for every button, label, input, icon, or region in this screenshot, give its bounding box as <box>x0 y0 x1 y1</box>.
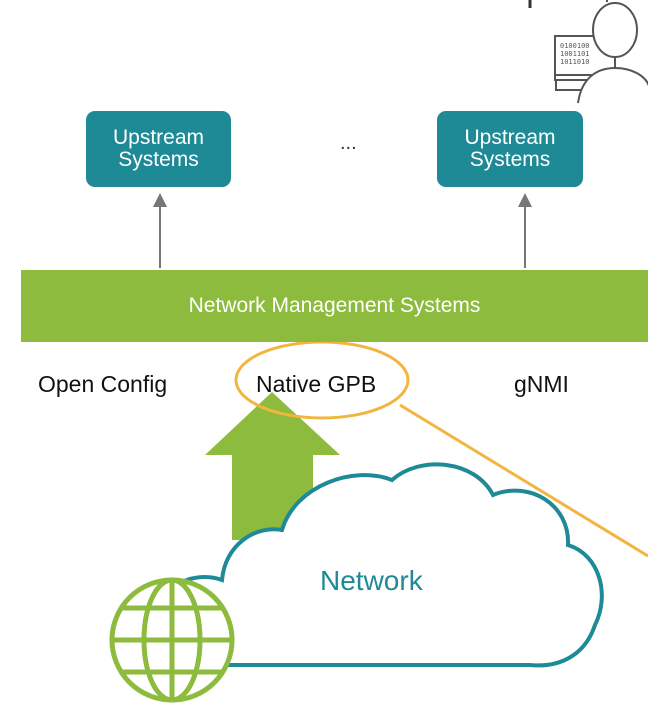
ellipsis: ... <box>340 132 357 154</box>
upstream-right-line2: Systems <box>469 148 551 171</box>
svg-text:1001101: 1001101 <box>560 50 590 58</box>
protocol-gnmi: gNMI <box>514 371 569 397</box>
protocol-native-gpb: Native GPB <box>256 371 377 397</box>
svg-text:0100100: 0100100 <box>560 42 590 50</box>
upstream-left-line2: Systems <box>118 148 199 171</box>
connector-left <box>153 193 167 268</box>
upstream-right-line1: Upstream <box>464 126 556 149</box>
connector-right <box>518 193 532 268</box>
upstream-systems-right: Upstream Systems <box>437 111 583 187</box>
upstream-systems-left: Upstream Systems <box>86 111 231 187</box>
highlight-ellipse <box>234 340 410 420</box>
user-terminal-icon: 0100100 1001101 1011010 <box>528 0 648 104</box>
svg-text:1011010: 1011010 <box>560 58 590 66</box>
callout-line <box>399 403 648 558</box>
protocol-open-config: Open Config <box>38 371 168 397</box>
network-management-systems-bar: Network Management Systems <box>21 270 648 342</box>
upstream-left-line1: Upstream <box>112 126 205 149</box>
nms-label: Network Management Systems <box>188 294 481 317</box>
network-label: Network <box>320 565 423 596</box>
globe-icon <box>109 577 235 703</box>
